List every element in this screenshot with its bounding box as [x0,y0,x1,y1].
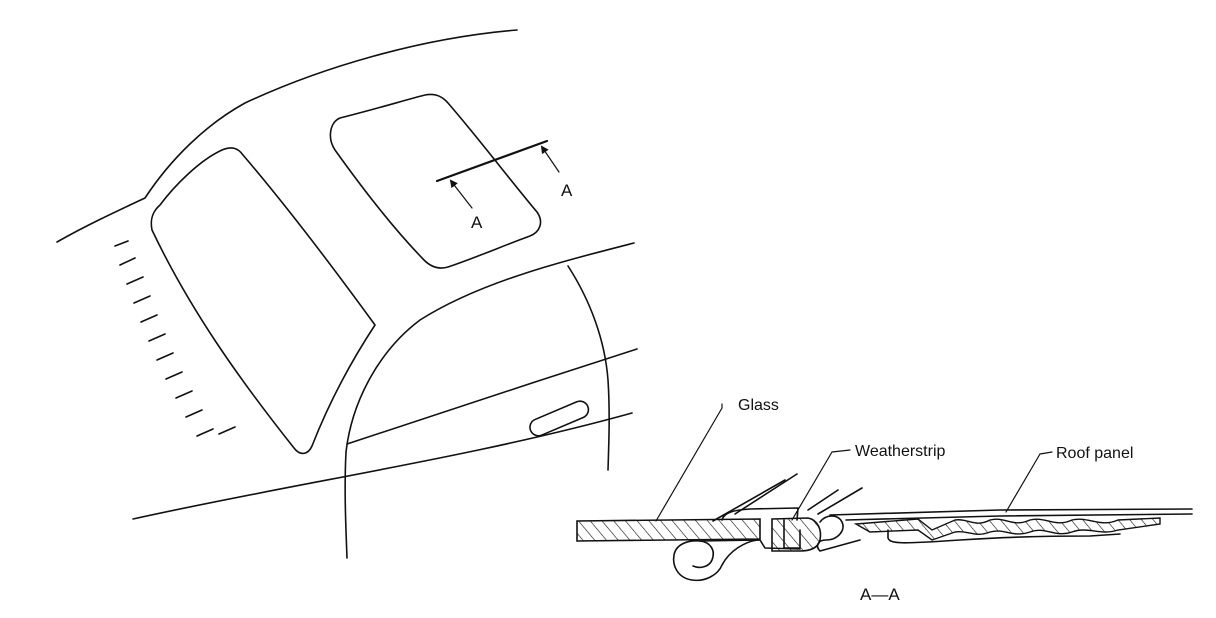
glass-top-trim [721,507,799,521]
weatherstrip-leader [791,449,851,521]
glass-leader [655,403,723,522]
section-marker-left: A [471,213,483,232]
section-arrow-left [449,179,473,209]
weatherstrip-block [771,517,822,552]
weatherstrip-label: Weatherstrip [855,443,946,460]
roof-panel-sheet [829,508,1193,516]
roof-panel-label: Roof panel [1056,445,1133,462]
glass-lower-hook [672,539,758,582]
body-side-line [132,412,633,520]
section-line-a-a: A A [435,139,573,232]
glass-pane [576,518,761,542]
section-marker-right: A [561,181,573,200]
car-body [56,29,638,559]
roof-panel-loop [816,515,861,552]
roof-reinforcement [853,517,1161,541]
section-title: A—A [860,585,900,604]
hood-dash-marks [114,240,236,437]
section-arrow-right [540,145,560,173]
door-rear-edge [567,265,610,471]
roof-outline [56,29,518,243]
roof-edge-line [344,242,635,559]
cross-section-detail: Glass Weatherstrip Roof panel A—A [576,397,1193,604]
glass-label: Glass [738,397,779,414]
sunroof-opening [329,93,542,269]
windshield [150,147,376,455]
door-handle [529,400,590,437]
door-top-line [346,348,638,445]
roof-panel-leader [1005,451,1053,513]
